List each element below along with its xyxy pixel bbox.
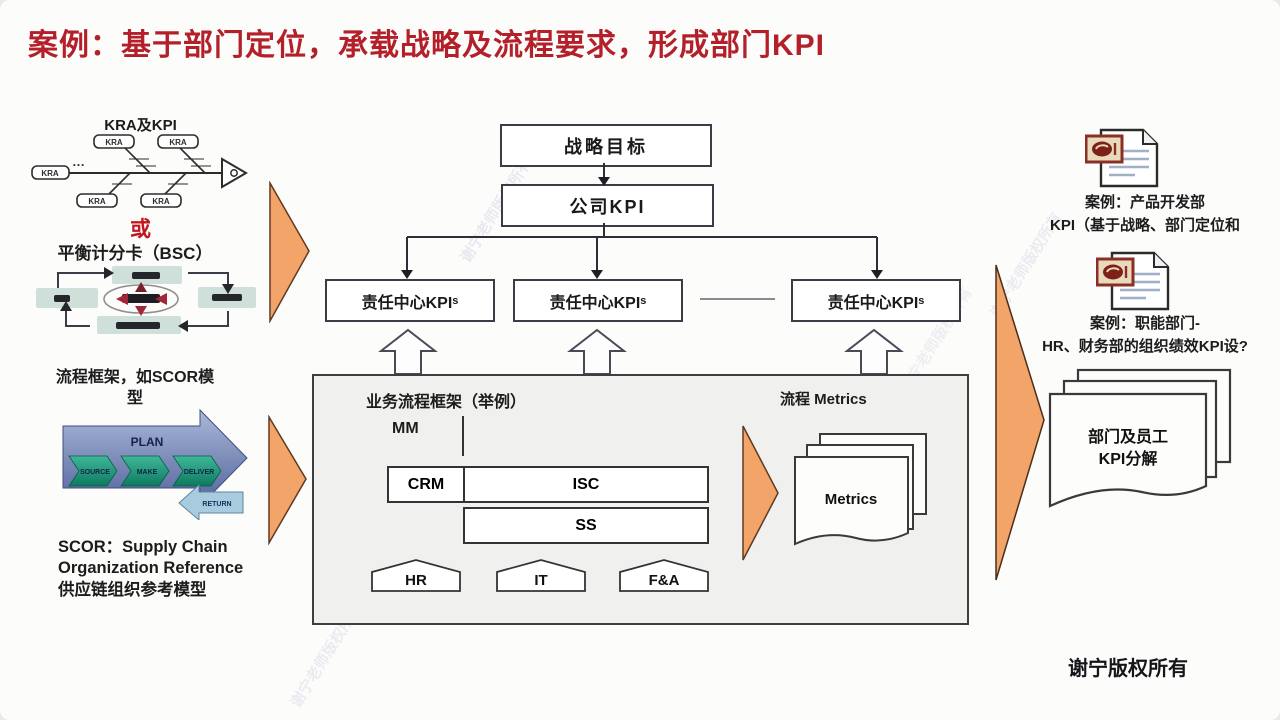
scor-caption-line2: Organization Reference	[58, 559, 244, 578]
scor-model-graphic: PLAN SOURCE MAKE DELIVER RETURN	[62, 408, 248, 520]
scor-return-label: RETURN	[202, 501, 231, 508]
bsc-diagram	[36, 266, 256, 334]
crm-label: CRM	[407, 475, 445, 493]
page-title: 案例：基于部门定位，承载战略及流程要求，形成部门KPI	[28, 29, 826, 62]
scor-plan-label: PLAN	[131, 435, 164, 449]
crm-cell: CRM	[389, 468, 465, 501]
case-document-icon	[1096, 251, 1170, 311]
hr-banner: HR	[371, 559, 461, 592]
fishbone-dots: …	[72, 154, 85, 169]
process-framework-panel: 业务流程框架（举例） 流程 Metrics MM CRM ISC SS HR I…	[312, 374, 969, 625]
company-kpi-label: 公司KPI	[569, 196, 646, 217]
fishbone-node-label: KRA	[169, 138, 187, 147]
hr-label: HR	[405, 572, 427, 589]
metrics-document-stack: Metrics	[794, 433, 927, 546]
case2-line2: HR、财务部的组织绩效KPI设?	[1042, 337, 1248, 355]
copyright-text: 谢宁版权所有	[1068, 658, 1188, 680]
kpi-decomposition-stack: 部门及员工 KPI分解	[1048, 368, 1232, 508]
it-banner: IT	[496, 559, 586, 592]
case1-caption: 案例：产品开发部 KPI（基于战略、部门定位和	[1022, 191, 1268, 238]
strategy-goal-box: 战略目标	[500, 124, 712, 167]
scor-caption-line1: SCOR：Supply Chain	[58, 538, 228, 556]
case1-line1: 案例：产品开发部	[1084, 194, 1205, 211]
decompose-line2: KPI分解	[1099, 449, 1158, 468]
scor-caption: SCOR：Supply Chain Organization Reference…	[58, 537, 243, 601]
case1-line2: KPI（基于战略、部门定位和	[1049, 217, 1240, 235]
isc-label: ISC	[572, 475, 600, 493]
metrics-doc-label: Metrics	[825, 491, 878, 508]
rc-kpi-label: 责任中心KPI	[549, 294, 641, 312]
flow-connectors	[378, 163, 904, 375]
crm-isc-bar: CRM ISC	[387, 466, 709, 503]
fishbone-title: KRA及KPI	[104, 117, 177, 134]
ss-bar: SS	[463, 507, 709, 544]
fa-banner: F&A	[619, 559, 709, 592]
company-kpi-box: 公司KPI	[501, 184, 714, 227]
rc-kpi-subscript: s	[640, 294, 647, 307]
scor-deliver-label: DELIVER	[184, 469, 214, 476]
strategy-goal-label: 战略目标	[564, 136, 648, 157]
rc-kpi-label: 责任中心KPI	[827, 294, 919, 312]
fishbone-node-label: KRA	[152, 197, 170, 206]
case2-caption: 案例：职能部门- HR、财务部的组织绩效KPI设?	[1012, 313, 1278, 358]
transition-arrow-icon	[742, 425, 779, 561]
transition-arrow-icon	[269, 181, 310, 323]
process-metrics-title: 流程 Metrics	[780, 391, 867, 408]
case2-line1: 案例：职能部门-	[1090, 315, 1200, 332]
rc-kpi-label: 责任中心KPI	[361, 294, 453, 312]
fishbone-node-label: KRA	[105, 138, 123, 147]
ss-label: SS	[575, 516, 597, 534]
fa-label: F&A	[649, 572, 680, 589]
mm-divider-line	[462, 416, 464, 456]
scor-title-line2: 型	[126, 389, 143, 407]
rc-kpi-subscript: s	[918, 294, 925, 307]
scor-caption-line3: 供应链组织参考模型	[58, 580, 207, 599]
transition-arrow-icon	[995, 264, 1045, 581]
rc-kpi-subscript: s	[452, 294, 459, 307]
it-label: IT	[534, 572, 547, 589]
bsc-title: 平衡计分卡（BSC）	[57, 244, 213, 263]
scor-section-title: 流程框架，如SCOR模 型	[30, 368, 240, 410]
fishbone-node-label: KRA	[41, 169, 59, 178]
scor-title-line1: 流程框架，如SCOR模	[55, 369, 215, 386]
or-label: 或	[130, 218, 151, 241]
fishbone-node-label: KRA	[88, 197, 106, 206]
transition-arrow-icon	[268, 415, 307, 546]
scor-make-label: MAKE	[137, 469, 158, 476]
scor-source-label: SOURCE	[80, 469, 110, 476]
case-document-icon	[1085, 128, 1159, 188]
fishbone-diagram: … KRA KRA KRA KRA KRA	[31, 134, 248, 208]
decompose-line1: 部门及员工	[1088, 427, 1168, 446]
isc-cell: ISC	[465, 468, 707, 501]
framework-title: 业务流程框架（举例）	[366, 394, 527, 411]
mm-label: MM	[392, 420, 419, 437]
